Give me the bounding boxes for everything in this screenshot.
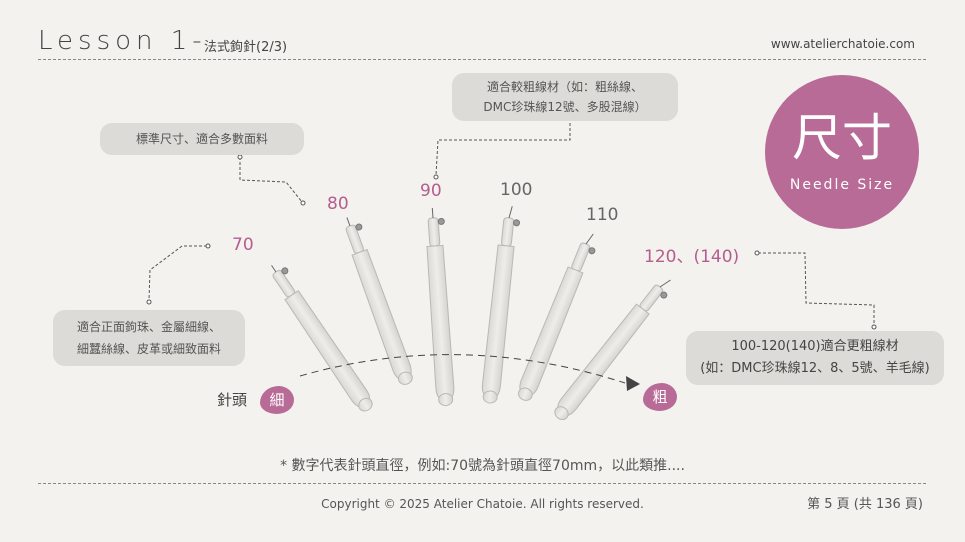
needle-size-badge: 尺寸 Needle Size bbox=[765, 75, 919, 229]
bubble-thick-line1: 適合較粗線材（如：粗絲線、 bbox=[486, 80, 643, 94]
size-110: 110 bbox=[586, 205, 619, 225]
bubble-thicker-line2: (如：DMC珍珠線12、8、5號、羊毛線) bbox=[700, 361, 930, 376]
footnote: * 數字代表針頭直徑，例如:70號為針頭直徑70mm，以此類推.... bbox=[280, 458, 685, 474]
needle-90 bbox=[426, 207, 455, 407]
bubble-standard: 標準尺寸、適合多數面料 bbox=[100, 123, 304, 155]
connector-70 bbox=[148, 245, 207, 301]
connector-dot bbox=[433, 174, 439, 180]
lesson-title: Lesson 1- bbox=[38, 26, 207, 56]
connector-dot bbox=[237, 154, 243, 160]
bubble-standard-text: 標準尺寸、適合多數面料 bbox=[135, 132, 268, 146]
badge-main-text: 尺寸 bbox=[792, 109, 892, 167]
bubble-thick-line2: DMC珍珠線12號、多股混線） bbox=[483, 100, 647, 114]
website-link[interactable]: www.atelierchatoie.com bbox=[770, 37, 915, 51]
connector-dot bbox=[205, 243, 211, 249]
bubble-thicker: 100-120(140)適合更粗線材 (如：DMC珍珠線12、8、5號、羊毛線) bbox=[686, 331, 944, 385]
bubble-fine-line2: 細蠶絲線、皮革或細致面料 bbox=[76, 342, 221, 356]
size-120-140: 120、(140) bbox=[644, 247, 740, 267]
connector-dot bbox=[754, 250, 760, 256]
needle-110 bbox=[517, 233, 596, 401]
connector-dot bbox=[146, 299, 152, 305]
scale-label: 針頭 bbox=[217, 391, 248, 409]
scale-fine-badge: 細 bbox=[260, 386, 294, 414]
scale-thick-badge: 粗 bbox=[643, 383, 677, 411]
needle-100 bbox=[481, 206, 521, 404]
needle-120 bbox=[554, 279, 671, 420]
bubble-fine: 適合正面鉤珠、金屬細線、 細蠶絲線、皮革或細致面料 bbox=[53, 310, 245, 366]
bubble-thicker-line1: 100-120(140)適合更粗線材 bbox=[731, 339, 899, 354]
arrow-head bbox=[626, 376, 640, 391]
connector-80 bbox=[239, 157, 303, 203]
size-100: 100 bbox=[500, 180, 533, 200]
connector-120 bbox=[758, 252, 875, 325]
lesson-subtitle: 法式鉤針(2/3) bbox=[204, 40, 288, 55]
size-70: 70 bbox=[232, 235, 254, 255]
size-80: 80 bbox=[327, 194, 349, 214]
page-number: 第 5 頁 (共 136 頁) bbox=[807, 497, 923, 512]
footer-divider bbox=[38, 483, 926, 484]
size-90: 90 bbox=[420, 181, 442, 201]
needle-70 bbox=[271, 265, 373, 412]
connector-dot bbox=[300, 200, 306, 206]
copyright-text: Copyright © 2025 Atelier Chatoie. All ri… bbox=[321, 497, 644, 511]
connector-90 bbox=[435, 118, 571, 176]
header-divider bbox=[38, 59, 926, 60]
connector-dot bbox=[871, 324, 877, 330]
bubble-thick: 適合較粗線材（如：粗絲線、 DMC珍珠線12號、多股混線） bbox=[452, 73, 678, 121]
needle-80 bbox=[345, 217, 413, 385]
badge-sub-text: Needle Size bbox=[789, 177, 895, 193]
bubble-fine-line1: 適合正面鉤珠、金屬細線、 bbox=[76, 320, 221, 334]
